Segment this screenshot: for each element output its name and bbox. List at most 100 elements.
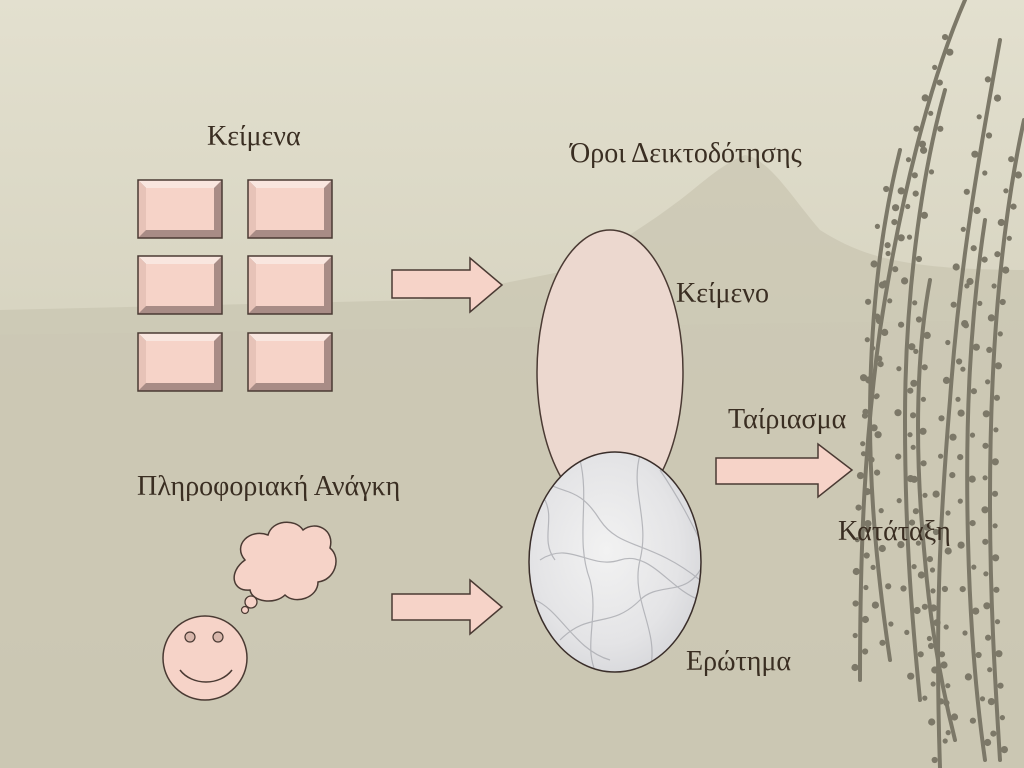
willow-bud (862, 648, 869, 655)
willow-bud (962, 630, 968, 636)
willow-bud (997, 682, 1004, 689)
willow-bud (861, 615, 870, 624)
willow-bud (863, 552, 870, 559)
willow-bud (876, 355, 883, 362)
willow-bud (912, 190, 919, 197)
willow-bud (873, 394, 879, 400)
willow-bud (910, 379, 918, 387)
willow-bud (993, 394, 1001, 401)
willow-bud (920, 396, 927, 402)
willow-bud (930, 588, 936, 594)
document-tile-icon (247, 179, 333, 239)
willow-bud (1008, 156, 1015, 163)
willow-bud (992, 554, 1000, 562)
willow-bud (906, 234, 913, 240)
willow-bud (887, 298, 893, 304)
mountain-base (0, 320, 1024, 768)
query-representation-ellipse (528, 451, 702, 673)
willow-bud (912, 508, 920, 515)
willow-bud (918, 140, 927, 148)
willow-bud (964, 673, 973, 681)
willow-bud (995, 650, 1003, 658)
willow-bud (971, 564, 977, 570)
willow-bud (921, 364, 928, 371)
willow-bud (897, 234, 905, 242)
willow-bud (885, 583, 892, 590)
willow-bud (864, 337, 870, 343)
willow-bud (928, 642, 935, 650)
willow-bud (891, 219, 898, 226)
willow-bud (937, 125, 944, 132)
willow-bud (870, 424, 878, 432)
willow-bud (908, 519, 916, 526)
willow-bud (991, 458, 999, 466)
willow-bud (969, 717, 977, 724)
willow-bud (900, 585, 907, 592)
document-tile-icon (137, 179, 223, 239)
willow-bud (922, 492, 928, 498)
willow-bud (963, 188, 970, 195)
willow-bud (981, 256, 988, 263)
willow-bud (981, 506, 989, 514)
willow-bud (975, 651, 982, 659)
willow-bud (945, 683, 951, 689)
willow-bud (856, 472, 865, 480)
willow-bud (919, 427, 927, 435)
willow-bud (920, 211, 929, 219)
willow-bud (983, 602, 991, 610)
willow-bud (955, 396, 961, 402)
willow-bud (960, 366, 966, 372)
willow-bud (970, 245, 977, 252)
willow-bud (942, 738, 948, 744)
willow-bud (912, 300, 918, 306)
willow-bud (987, 667, 993, 673)
willow-bud (982, 538, 989, 545)
willow-bud (865, 298, 872, 305)
willow-bud (854, 537, 860, 543)
information-need-label: Πληροφοριακή Ανάγκη (137, 471, 401, 502)
willow-bud (885, 250, 891, 257)
willow-bud (874, 223, 881, 229)
willow-bud (907, 387, 914, 394)
willow-bud (878, 508, 884, 514)
willow-bud (931, 756, 938, 764)
document-tile-icon (247, 332, 333, 392)
willow-bud (985, 634, 992, 641)
willow-bud (994, 362, 1003, 370)
willow-bud (855, 504, 862, 511)
willow-bud (969, 520, 976, 527)
documents-grid (137, 179, 333, 392)
willow-bud (905, 157, 912, 163)
documents-to-index-arrow (391, 256, 504, 314)
willow-bud (901, 277, 909, 285)
willow-bud (878, 544, 886, 553)
willow-bud (875, 317, 884, 325)
willow-bud (962, 322, 970, 329)
willow-bud (923, 523, 931, 531)
willow-bud (945, 339, 951, 346)
willow-bud (868, 456, 875, 463)
document-tile-icon (247, 255, 333, 315)
willow-bud (949, 472, 956, 479)
willow-bud (987, 314, 996, 322)
willow-bud (932, 64, 938, 70)
willow-bud (923, 331, 931, 339)
willow-bud (897, 541, 905, 549)
willow-bud (982, 170, 988, 176)
willow-bud (940, 661, 948, 669)
willow-bud (999, 298, 1006, 306)
willow-bud (960, 226, 966, 232)
willow-bud (864, 526, 871, 533)
willow-bud (1014, 171, 1023, 179)
willow-bud (994, 619, 1001, 625)
willow-bud (950, 713, 959, 721)
willow-bud (911, 564, 917, 570)
willow-bud (895, 453, 902, 460)
willow-bud (985, 379, 991, 385)
willow-bud (933, 619, 941, 627)
willow-bud (982, 475, 988, 481)
willow-bud (968, 475, 976, 483)
willow-bud (913, 606, 921, 615)
willow-bud (928, 718, 936, 726)
